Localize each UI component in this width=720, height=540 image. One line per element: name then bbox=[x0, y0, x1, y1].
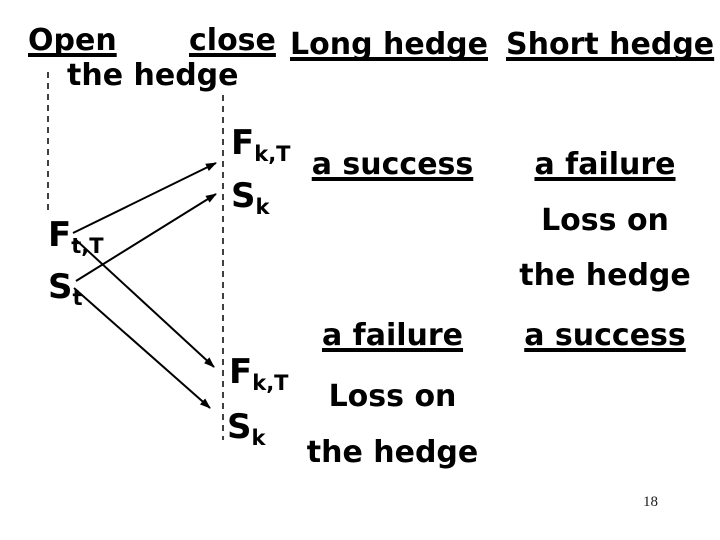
spot-price-open: St bbox=[48, 270, 83, 309]
short-hedge-loss-line2: the hedge bbox=[519, 258, 691, 293]
futures-price-close-down: Fk,T bbox=[229, 355, 289, 394]
futures-subscript: k,T bbox=[252, 371, 289, 395]
futures-up-arrow bbox=[72, 162, 217, 234]
futures-symbol: F bbox=[48, 215, 72, 255]
spot-symbol: S bbox=[231, 176, 256, 216]
short-hedge-bottom-outcome: a success bbox=[524, 318, 686, 353]
futures-price-close-up: Fk,T bbox=[231, 126, 291, 165]
long-hedge-column-header: Long hedge bbox=[290, 27, 489, 62]
long-hedge-top-outcome: a success bbox=[311, 147, 474, 182]
spot-price-close-down: Sk bbox=[227, 410, 265, 449]
spot-up-arrow bbox=[75, 193, 217, 282]
spot-subscript: t bbox=[72, 286, 83, 310]
long-hedge-bottom-outcome: a failure bbox=[321, 318, 464, 353]
futures-symbol: F bbox=[231, 123, 255, 163]
page-number: 18 bbox=[643, 494, 658, 510]
short-hedge-column-header: Short hedge bbox=[506, 27, 715, 62]
spot-price-close-up: Sk bbox=[231, 179, 269, 218]
short-hedge-top-outcome: a failure bbox=[534, 147, 676, 182]
futures-symbol: F bbox=[229, 352, 253, 392]
close-label: close bbox=[189, 23, 276, 58]
long-hedge-loss-line2: the hedge bbox=[306, 435, 479, 470]
spot-subscript: k bbox=[255, 195, 270, 219]
spot-symbol: S bbox=[227, 407, 252, 447]
futures-price-open: Ft,T bbox=[48, 218, 104, 257]
futures-down-arrow bbox=[74, 238, 215, 368]
spot-down-arrow bbox=[73, 287, 211, 409]
spot-symbol: S bbox=[48, 267, 73, 307]
open-label: Open bbox=[28, 23, 117, 58]
futures-subscript: k,T bbox=[254, 142, 291, 166]
long-hedge-loss-line1: Loss on bbox=[328, 379, 457, 414]
spot-subscript: k bbox=[251, 426, 266, 450]
short-hedge-loss-line1: Loss on bbox=[541, 203, 669, 238]
close-the-hedge-label: the hedge bbox=[67, 58, 239, 93]
futures-subscript: t,T bbox=[71, 234, 104, 258]
